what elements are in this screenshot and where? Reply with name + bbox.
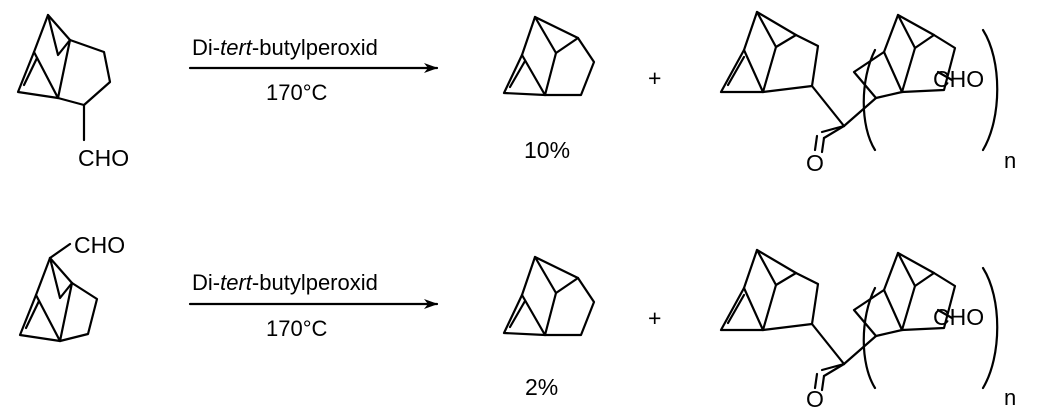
reaction-1-reagent: Di-tert-butylperoxid [192,35,378,60]
product-1-substituent-label: CHO [933,66,984,92]
reactant-1-structure [16,13,112,142]
reactant-2-structure [18,242,99,343]
product-1-carbonyl-oxygen: O [806,150,824,176]
plus-sign-1: + [648,65,661,91]
reaction-2-reagent: Di-tert-butylperoxid [192,270,378,295]
reaction-2: CHO Di-tert-butylperoxid 170°C + 2% [18,232,1016,409]
product-2-subscript: n [1004,385,1016,409]
product-1-oligomer [719,10,999,154]
product-2-carbonyl-oxygen: O [806,386,824,409]
product-2-substituent-label: CHO [933,304,984,330]
yield-1: 10% [524,137,570,163]
reactant-2-substituent-label: CHO [74,232,125,258]
product-1-subscript: n [1004,148,1016,173]
reaction-1: CHO Di-tert-butylperoxid 170°C + 10% [16,10,1016,176]
yield-2: 2% [525,374,558,400]
plus-sign-2: + [648,305,661,331]
reactant-1-substituent-label: CHO [78,145,129,171]
reaction-1-temperature: 170°C [266,80,328,105]
product-1-norbornene [502,15,596,97]
reaction-2-temperature: 170°C [266,316,328,341]
product-2-norbornene [502,255,596,337]
product-2-oligomer [719,248,999,392]
